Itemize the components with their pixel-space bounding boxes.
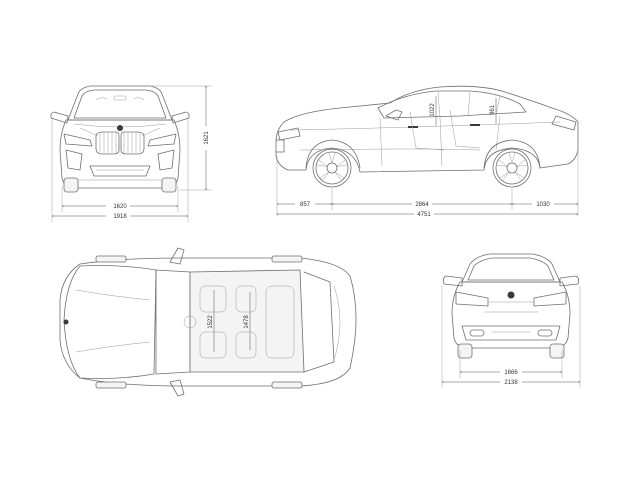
width-with-mirrors-label: 2138 <box>504 380 518 386</box>
overall-width-label: 1918 <box>113 214 127 220</box>
length-label: 4751 <box>417 212 431 218</box>
front-track-label: 1620 <box>113 204 127 210</box>
rear-overhang-label: 1030 <box>536 202 550 208</box>
side-view-dimensions: 857 2864 1030 4751 1022 961 <box>277 96 578 218</box>
interior-height-front-label: 1022 <box>430 103 436 117</box>
interior-height-rear-label: 961 <box>490 104 496 115</box>
interior-width-rear-label: 1478 <box>244 315 250 329</box>
front-overhang-label: 857 <box>300 202 311 208</box>
top-view: 1522 1478 <box>59 247 357 397</box>
front-view-dimensions: 1620 1918 1621 <box>52 86 212 222</box>
wheelbase-label: 2864 <box>415 202 429 208</box>
height-label: 1621 <box>204 131 210 145</box>
rear-view-dimensions: 1666 2138 <box>442 286 580 388</box>
interior-width-front-label: 1522 <box>208 315 214 329</box>
side-view <box>275 85 579 188</box>
rear-view <box>442 253 580 359</box>
rear-track-label: 1666 <box>504 370 518 376</box>
front-view <box>50 85 190 193</box>
